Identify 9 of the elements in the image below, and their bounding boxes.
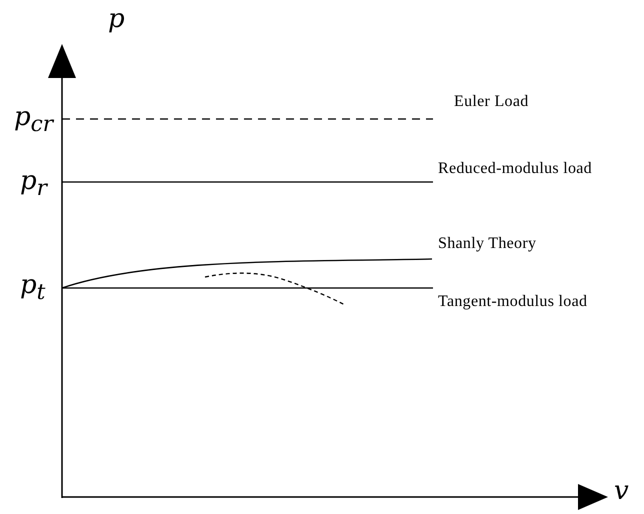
curve-label: Shanly Theory	[438, 236, 536, 252]
axis-tick-label: p$_{cr}$	[14, 104, 54, 136]
curve-label: Euler Load	[454, 94, 529, 110]
axis-tick-label: p$_{r}$	[20, 168, 48, 200]
axis-tick-label: p$_{t}$	[20, 272, 46, 304]
axis-label: p	[108, 6, 125, 32]
axis-label: v	[614, 478, 629, 504]
curve-label: Tangent-modulus load	[438, 294, 588, 310]
curve-label: Reduced-modulus load	[438, 161, 592, 177]
